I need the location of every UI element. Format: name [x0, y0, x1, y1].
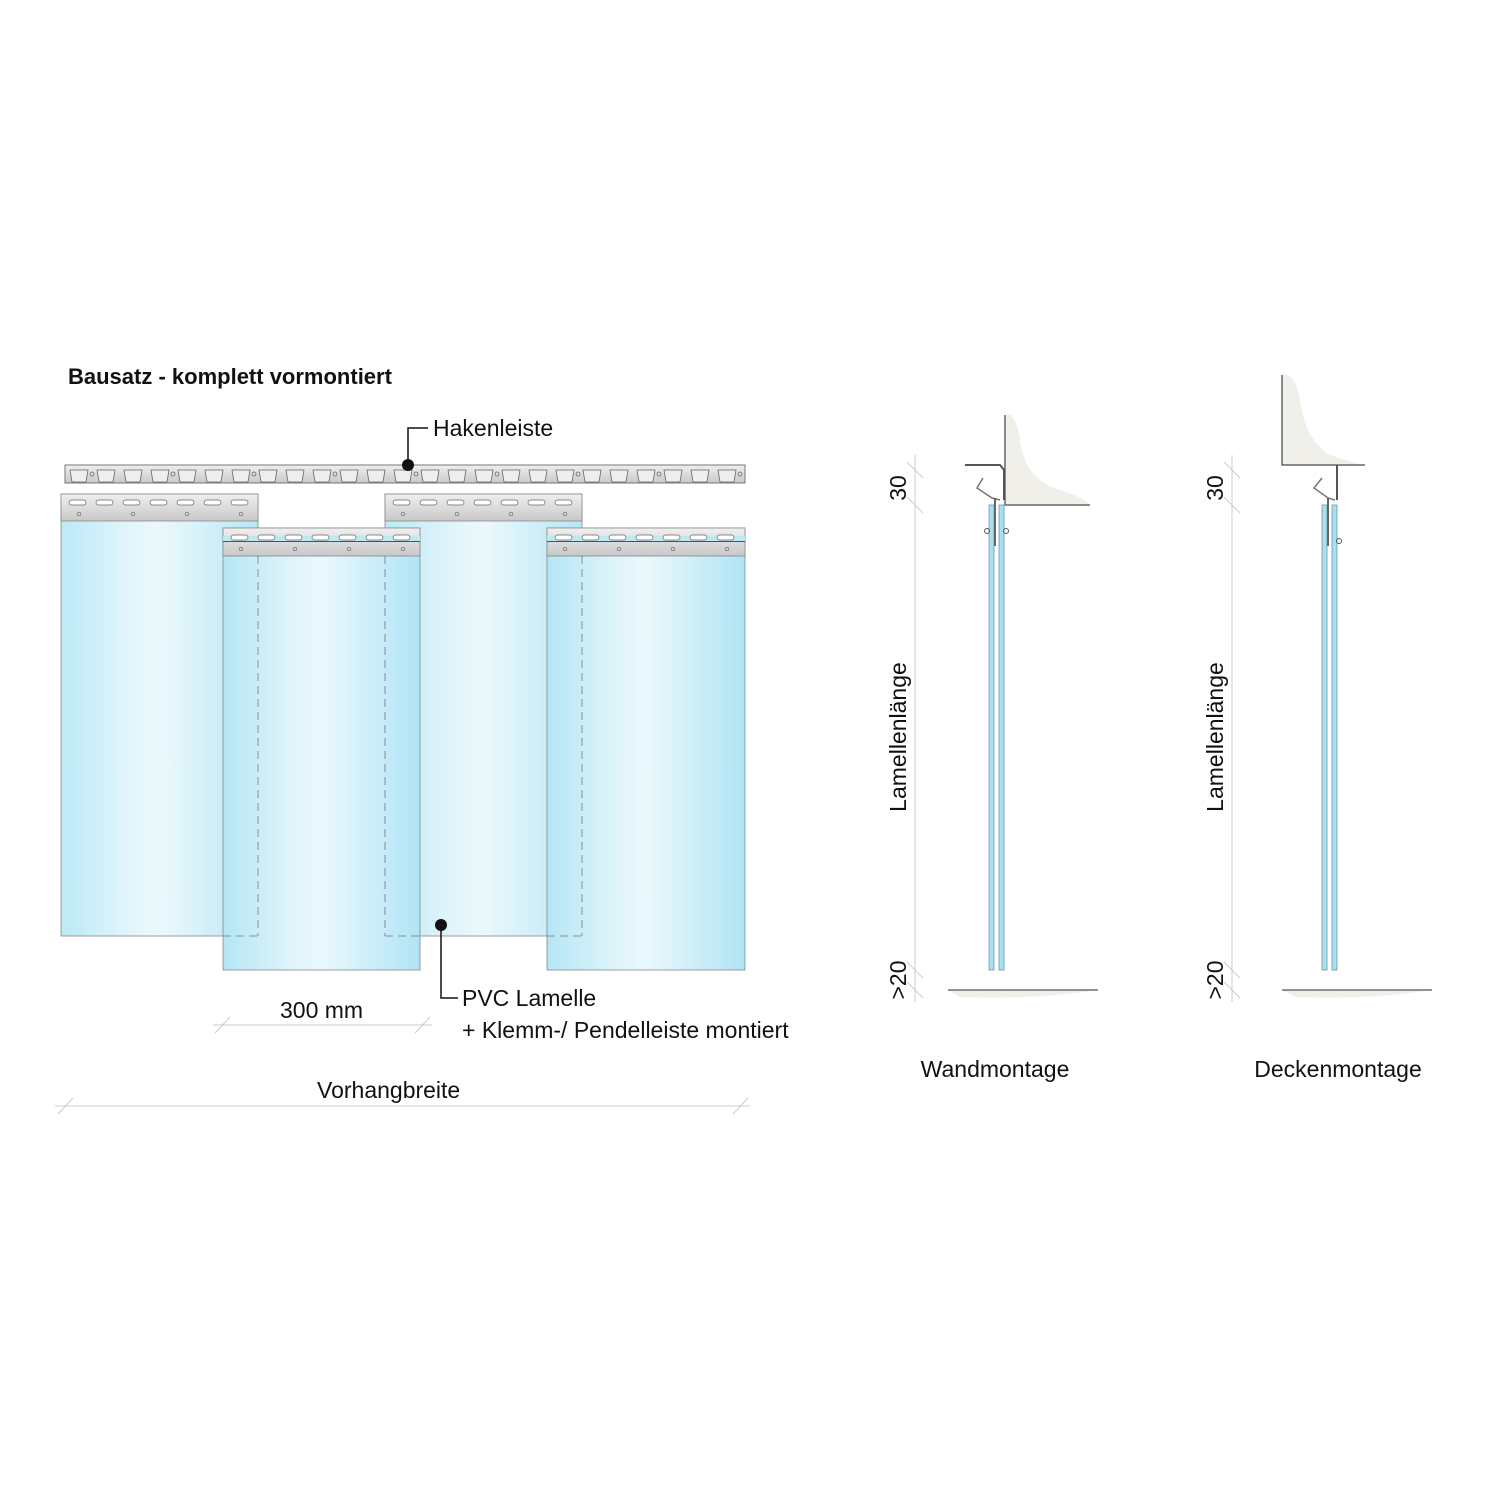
hook-slot [69, 469, 89, 483]
hook-slot [474, 469, 494, 483]
ceiling-mount-caption: Deckenmontage [1254, 1056, 1422, 1082]
pvc-strip [222, 527, 421, 971]
hook-slot [501, 469, 521, 483]
hook-slot [177, 469, 197, 483]
hook-slot [447, 469, 467, 483]
hook-slot [690, 469, 710, 483]
hook-slot [231, 469, 251, 483]
hook-slot [582, 469, 602, 483]
strip-width-dimension [213, 1016, 432, 1034]
hook-slot [204, 469, 224, 483]
hook-slot [339, 469, 359, 483]
hook-slot [555, 469, 575, 483]
wall-dim-bottom: >20 [885, 960, 911, 999]
hook-slot [717, 469, 737, 483]
hook-slot [366, 469, 386, 483]
wall-dim-length: Lamellenlänge [885, 662, 911, 812]
ceiling-dim-bottom: >20 [1202, 960, 1228, 999]
pvc-strips [60, 493, 746, 971]
pvc-strip [546, 527, 746, 971]
hook-slot [420, 469, 440, 483]
diagram-title: Bausatz - komplett vormontiert [68, 364, 393, 389]
wall-mount-view: 30 Lamellenlänge >20 Wandmontage [885, 414, 1098, 1082]
hook-slot [636, 469, 656, 483]
ceiling-mount-view: 30 Lamellenlänge >20 Deckenmontage [1202, 374, 1432, 1082]
hook-rail-callout: Hakenleiste [402, 415, 553, 471]
wall-mount-caption: Wandmontage [921, 1056, 1070, 1082]
pvc-strip-callout: PVC Lamelle + Klemm-/ Pendelleiste monti… [435, 919, 789, 1043]
curtain-width-label: Vorhangbreite [317, 1077, 460, 1103]
hook-slot [609, 469, 629, 483]
hook-slot [150, 469, 170, 483]
strip-width-label: 300 mm [280, 997, 363, 1023]
hook-slot [663, 469, 683, 483]
pvc-strip-label: PVC Lamelle [462, 985, 596, 1011]
hook-slot [96, 469, 116, 483]
ceiling-dim-length: Lamellenlänge [1202, 662, 1228, 812]
hook-rail [64, 464, 746, 484]
hook-slot [123, 469, 143, 483]
hook-slot [285, 469, 305, 483]
curtain-width-dimension [55, 1097, 750, 1115]
hook-slot [528, 469, 548, 483]
ceiling-dim-top: 30 [1202, 475, 1228, 501]
hook-slot [312, 469, 332, 483]
clamp-rail-label: + Klemm-/ Pendelleiste montiert [462, 1017, 789, 1043]
hook-slot [393, 469, 413, 483]
wall-dim-top: 30 [885, 475, 911, 501]
hook-rail-label: Hakenleiste [433, 415, 553, 441]
hook-slot [258, 469, 278, 483]
